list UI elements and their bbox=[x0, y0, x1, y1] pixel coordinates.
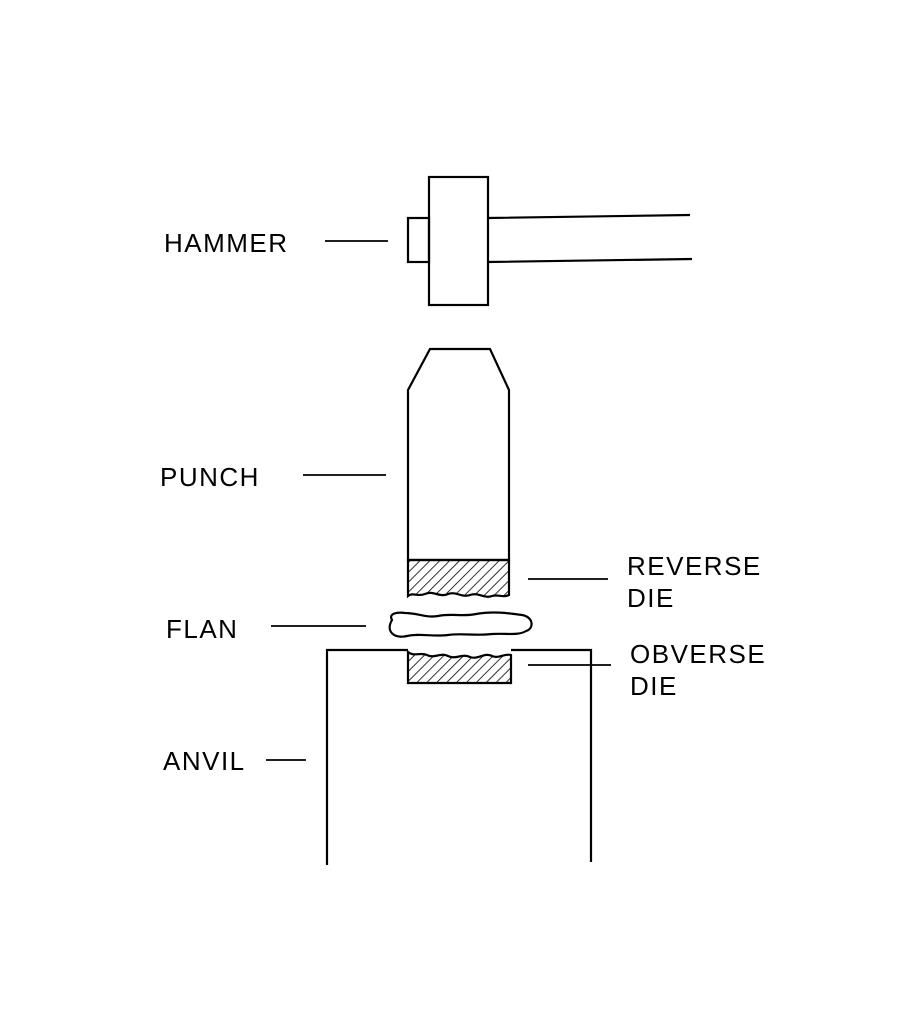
leader-lines bbox=[266, 240, 611, 761]
flan bbox=[388, 611, 533, 638]
punch-label: PUNCH bbox=[160, 462, 260, 492]
obverse-die-label: OBVERSE DIE bbox=[630, 639, 767, 701]
flan-label: FLAN bbox=[166, 614, 239, 644]
punch-body bbox=[406, 347, 511, 562]
obverse-die bbox=[406, 649, 513, 685]
hammer-head bbox=[427, 175, 490, 307]
anvil-label: ANVIL bbox=[163, 746, 246, 776]
hammer-label: HAMMER bbox=[164, 228, 289, 258]
anvil bbox=[325, 648, 593, 865]
hammer bbox=[406, 175, 693, 307]
reverse-die-label: REVERSE DIE bbox=[627, 551, 762, 613]
punch bbox=[406, 347, 511, 562]
hammer-handle bbox=[487, 213, 693, 264]
reverse-die bbox=[406, 558, 511, 599]
hammer-face bbox=[406, 216, 431, 264]
